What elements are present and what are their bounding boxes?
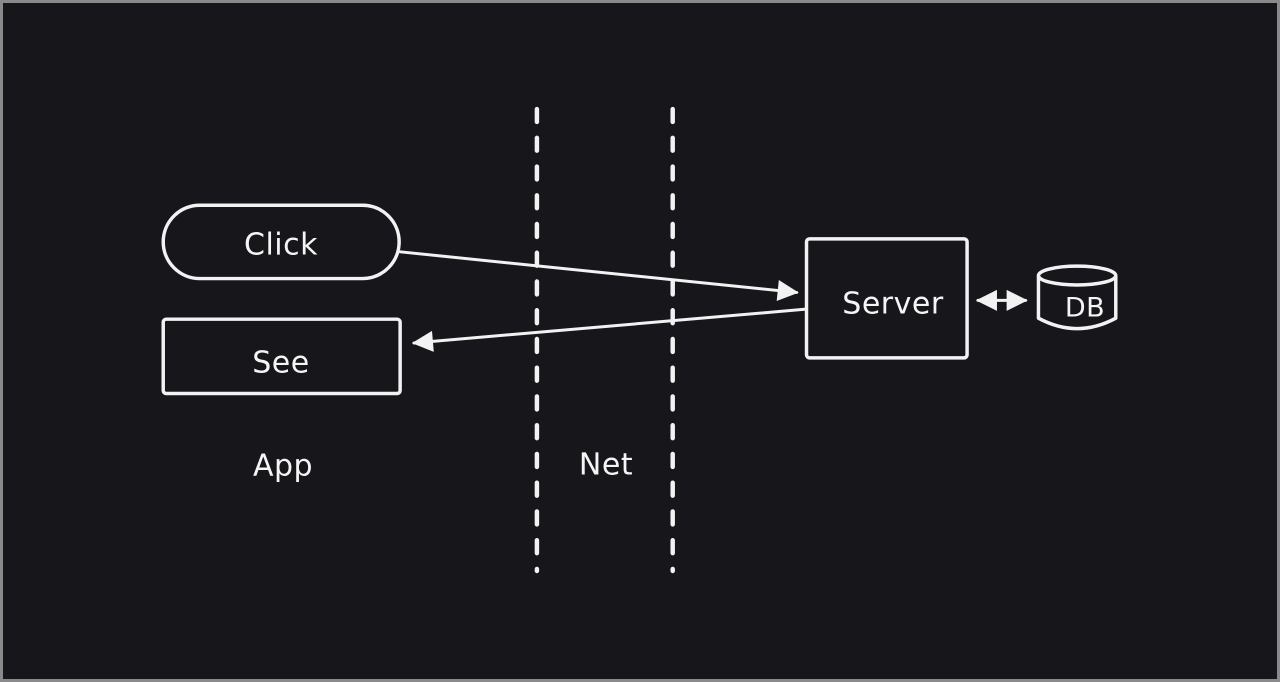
server-to-see-arrow [411,307,807,352]
app-zone-label: App [252,448,314,484]
see-node-label: See [252,345,310,381]
diagram-shapes-layer [161,106,1118,574]
click-to-server-arrow [398,250,799,301]
db-node-label: DB [1064,292,1106,324]
see-rect-shape [161,317,402,396]
click-node-label: Click [244,227,318,263]
server-node-label: Server [842,286,944,322]
server-rect-shape [804,237,969,360]
click-pill-shape [161,203,401,281]
db-cylinder-shape [1036,264,1118,331]
net-zone-label: Net [578,447,634,483]
